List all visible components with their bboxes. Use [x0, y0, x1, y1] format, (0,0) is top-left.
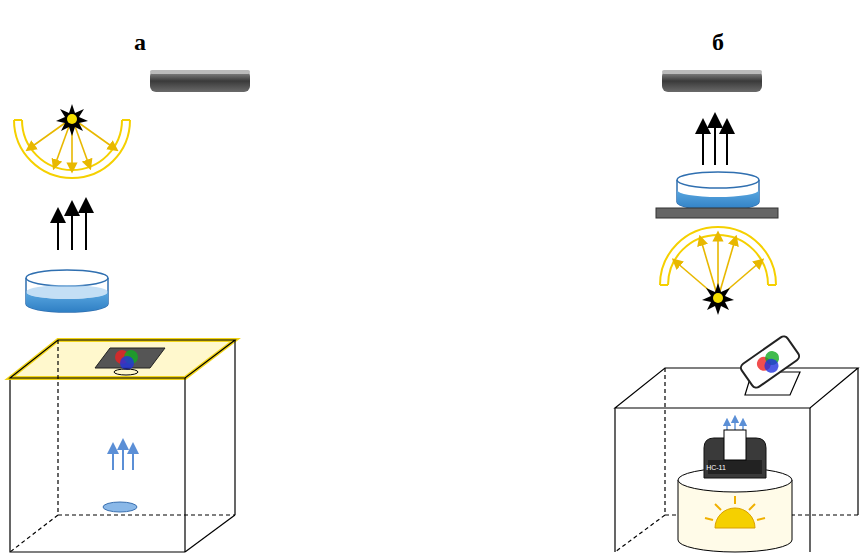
panel-letter: а	[134, 30, 146, 54]
box-arrows	[113, 444, 133, 470]
stage-plate	[656, 208, 778, 218]
phone-on-box	[95, 348, 165, 375]
petri-dish	[677, 172, 759, 210]
device-label: HC-11	[706, 464, 726, 471]
lamp-drum	[678, 468, 792, 552]
smartphone	[662, 70, 762, 92]
smartphone	[150, 70, 250, 92]
light-box	[615, 368, 858, 552]
lamp-star	[56, 104, 88, 136]
reflected-arrows	[58, 205, 86, 250]
instrument	[704, 430, 766, 478]
lamp-star	[702, 283, 734, 315]
transmitted-arrows	[703, 120, 727, 165]
dark-box	[10, 340, 235, 552]
petri-dish	[26, 270, 108, 312]
dish-in-box	[103, 502, 137, 512]
phone-on-box	[739, 334, 801, 389]
panel-letter: б	[712, 30, 724, 54]
